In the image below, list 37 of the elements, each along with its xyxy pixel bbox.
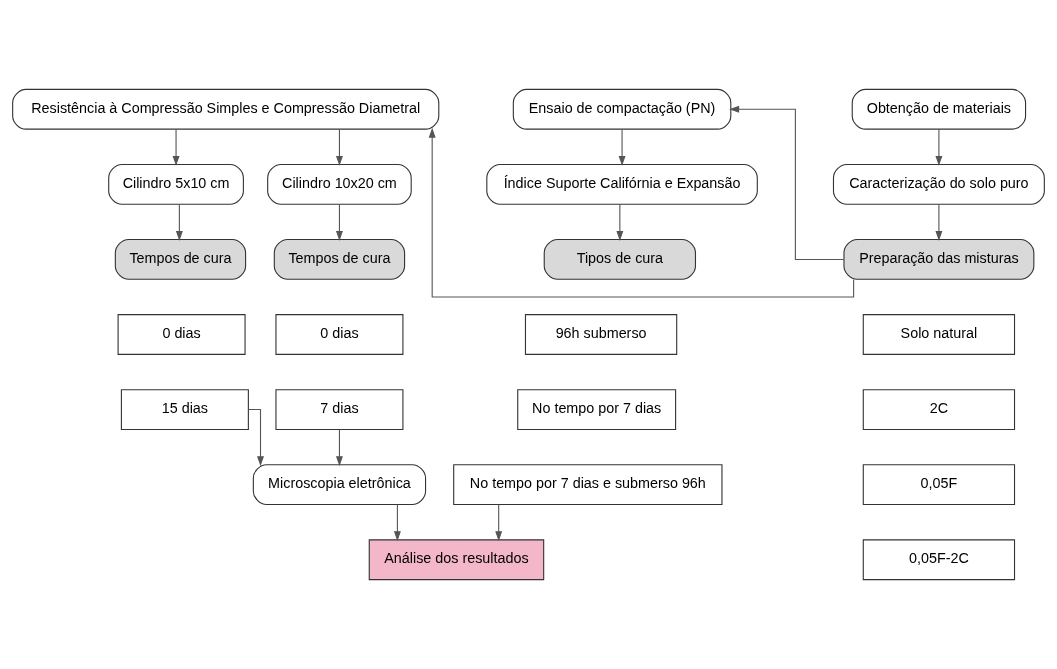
node-box: Tempos de cura [273,239,406,280]
arrow [172,128,180,166]
arrow [618,128,626,166]
arrow [335,203,343,241]
node-box: Solo natural [862,314,1016,355]
node-box: 15 dias [120,389,249,430]
node-box: Tipos de cura [543,239,697,280]
arrow [935,203,943,241]
node-box: Ensaio de compactação (PN) [512,88,732,130]
node-box: Índice Suporte Califórnia e Expansão [486,163,758,205]
arrow [428,127,855,298]
arrow [729,105,845,260]
node-box: No tempo por 7 dias e submerso 96h [453,464,723,506]
node-box: No tempo por 7 dias [517,389,677,430]
arrow [495,504,503,542]
arrow [175,203,183,241]
node-box: Preparação das misturas [843,239,1035,280]
node-box: 7 dias [275,389,404,430]
node-box: 96h submerso [524,314,678,355]
arrow [393,504,401,542]
node-box: 2C [862,389,1016,430]
node-box: Resistência à Compressão Simples e Compressão Diametral [12,88,440,130]
node-box: Microscopia eletrônica [252,464,427,506]
node-box: Cilindro 5x10 cm [108,163,244,205]
node-box: 0,05F [862,464,1016,506]
arrow [335,128,343,166]
node-box: Tempos de cura [114,239,247,280]
node-box: Caracterização do solo puro [832,163,1045,205]
node-box: Análise dos resultados [368,539,545,581]
node-box: 0 dias [275,314,404,355]
arrow [616,203,624,241]
node-box: 0,05F-2C [862,539,1016,581]
node-box: 0 dias [117,314,246,355]
node-box: Obtenção de materiais [851,88,1027,130]
arrow [335,429,343,467]
arrow [935,128,943,166]
node-box: Cilindro 10x20 cm [267,163,412,205]
